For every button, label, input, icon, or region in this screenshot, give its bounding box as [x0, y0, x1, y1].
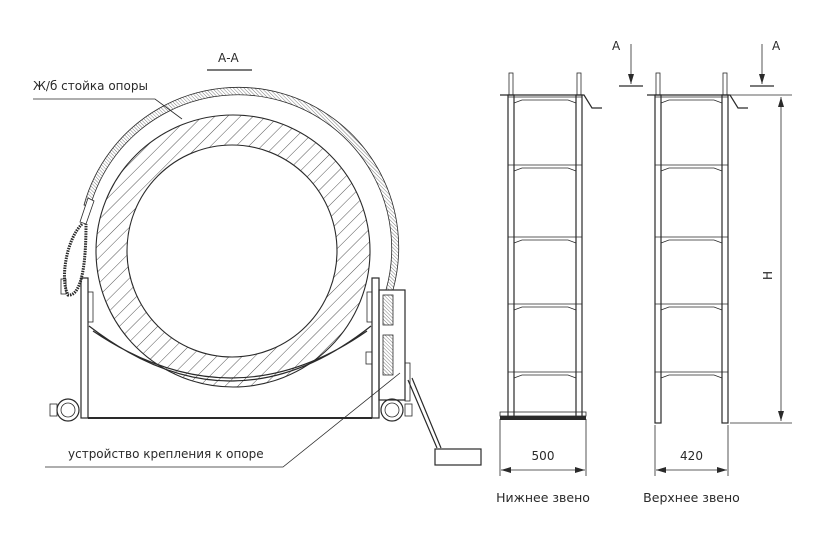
ladder-rail: [575, 94, 583, 418]
right-wheel: [380, 398, 404, 422]
handle-bracket: [404, 362, 411, 402]
ladder-stud: [722, 72, 728, 96]
ladder-rung: [508, 164, 582, 172]
mount-pad-bottom: [382, 334, 394, 376]
ladder-rung: [655, 236, 728, 244]
ladder-hook: [647, 94, 748, 109]
cradle: [88, 325, 372, 382]
ladder-rung: [508, 96, 582, 104]
ladder-hook: [500, 94, 602, 109]
width-dimension: 500: [532, 449, 555, 463]
crank-arm[interactable]: [407, 377, 442, 449]
label-pole: Ж/б стойка опоры: [33, 79, 148, 93]
right-wheel-axle: [404, 403, 413, 417]
left-wheel-axle: [49, 403, 58, 417]
ladder-rung: [655, 96, 728, 104]
mount-pad-top: [382, 294, 394, 326]
ladder-stud: [576, 72, 582, 96]
left-post-plate: [87, 291, 94, 323]
ladder-rung: [655, 371, 728, 379]
right-post: [371, 277, 380, 419]
section-view: А-А Ж/б стойка опоры устройство: [33, 51, 482, 468]
right-post-plate: [366, 291, 373, 323]
ladder-rail: [654, 94, 662, 424]
base-plate-sole: [500, 416, 586, 420]
ladder-stud: [508, 72, 514, 96]
ladder-stud: [655, 72, 661, 96]
label-mount: устройство крепления к опоре: [68, 447, 264, 461]
loop-end: [60, 278, 67, 295]
ladder-rung: [655, 303, 728, 311]
strap-clamp: [79, 197, 95, 225]
strap-loop: [63, 222, 88, 297]
right-wheel-hub: [384, 402, 400, 418]
ladder-rung: [508, 303, 582, 311]
pole-section: [95, 114, 371, 388]
ladder-rung: [655, 164, 728, 172]
left-post: [80, 277, 89, 419]
leader-mount: [45, 372, 401, 468]
section-title: А-А: [218, 51, 240, 65]
mount-bolt: [365, 351, 373, 365]
ladder-rail: [507, 94, 515, 418]
crank-handle[interactable]: [434, 448, 482, 466]
width-dimension: 420: [680, 449, 703, 463]
left-wheel-hub: [60, 402, 76, 418]
ladder-rung: [508, 371, 582, 379]
ladder-caption: Нижнее звено: [496, 490, 590, 505]
section-markers: А А: [612, 39, 781, 87]
mount-device: [378, 289, 406, 401]
height-dimension: H: [730, 94, 792, 424]
ladder-rung: [508, 236, 582, 244]
leader-pole: [33, 98, 183, 120]
ladder-rail: [721, 94, 729, 424]
base-plate: [499, 411, 587, 417]
height-label: H: [761, 271, 775, 280]
left-wheel: [56, 398, 80, 422]
ladder-caption: Верхнее звено: [643, 490, 740, 505]
section-marker-left: А: [612, 39, 621, 53]
section-marker-right: А: [772, 39, 781, 53]
